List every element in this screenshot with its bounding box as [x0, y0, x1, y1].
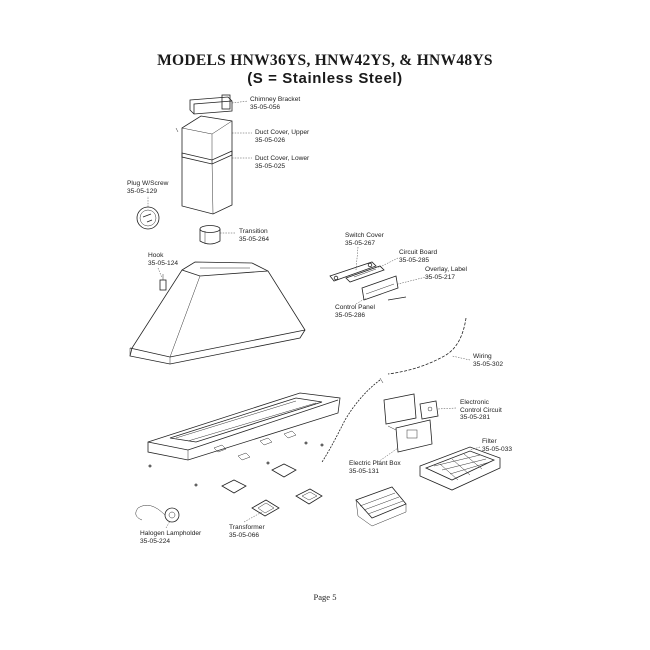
hood-bottom-pan-part — [147, 392, 341, 487]
part-number: 35-05-033 — [482, 445, 513, 453]
label-electronic-control-circuit: Electronic Control Circuit 35-05-281 — [460, 399, 502, 422]
label-hook: Hook 35-05-124 — [148, 252, 178, 267]
part-name: Duct Cover, Upper — [255, 129, 310, 136]
diagram-title: MODELS HNW36YS, HNW42YS, & HNW48YS — [157, 52, 493, 69]
chimney-bracket-part — [189, 94, 233, 115]
part-number: 35-05-285 — [399, 256, 430, 264]
transition-part — [199, 225, 221, 245]
diagram-subtitle: (S = Stainless Steel) — [247, 70, 403, 87]
part-name: Filter — [482, 438, 497, 445]
control-panel-part — [361, 275, 407, 301]
hood-canopy-part — [129, 261, 306, 365]
part-name: Chimney Bracket — [250, 96, 301, 103]
part-name: Switch Cover — [345, 232, 384, 239]
part-name: Duct Cover, Lower — [255, 155, 310, 162]
circuit-board-part — [345, 265, 385, 283]
label-transformer: Transformer 35-05-066 — [229, 524, 265, 539]
part-number: 35-05-131 — [349, 467, 380, 475]
part-number: 35-05-267 — [345, 239, 376, 247]
part-name: Electric Plant Box — [349, 460, 401, 467]
part-name: Overlay, Label — [425, 266, 468, 273]
plug-screw-part — [136, 206, 160, 230]
part-number: 35-05-224 — [140, 537, 171, 545]
label-plug-w-screw: Plug W/Screw 35-05-129 — [127, 180, 168, 195]
label-circuit-board: Circuit Board 35-05-285 — [399, 249, 437, 264]
part-number: 35-05-217 — [425, 273, 456, 281]
label-duct-cover-upper: Duct Cover, Upper 35-05-026 — [255, 129, 309, 144]
switch-cover-part — [329, 261, 377, 282]
part-number: 35-05-281 — [460, 414, 491, 422]
leader-lines — [147, 100, 481, 529]
part-number: 35-05-025 — [255, 162, 286, 170]
part-name: Hook — [148, 252, 164, 259]
part-number: 35-05-066 — [229, 531, 260, 539]
part-number: 35-05-026 — [255, 136, 286, 144]
hook-part — [159, 274, 167, 291]
label-electric-plant-box: Electric Plant Box 35-05-131 — [349, 460, 401, 475]
part-name: Control Panel — [335, 304, 375, 311]
duct-cover-lower-part — [181, 150, 233, 215]
part-name: Circuit Board — [399, 249, 438, 256]
duct-cover-upper-part — [175, 115, 233, 165]
part-number: 35-05-302 — [473, 360, 504, 368]
part-name-line2: Control Circuit — [460, 406, 502, 414]
label-control-panel: Control Panel 35-05-286 — [335, 304, 375, 319]
part-name: Transformer — [229, 524, 265, 531]
label-filter: Filter 35-05-033 — [482, 438, 512, 453]
part-number: 35-05-286 — [335, 311, 366, 319]
label-chimney-bracket: Chimney Bracket 35-05-056 — [250, 96, 300, 111]
part-number: 35-05-056 — [250, 103, 281, 111]
page-number: Page 5 — [313, 592, 337, 602]
part-name: Plug W/Screw — [127, 180, 169, 187]
transformer-parts — [251, 488, 323, 517]
label-halogen-lampholder: Halogen Lampholder 35-05-224 — [140, 530, 201, 545]
label-overlay-label: Overlay, Label 35-05-217 — [425, 266, 467, 281]
wiring-part — [321, 317, 467, 463]
part-name: Transition — [239, 228, 268, 235]
electric-plant-box-part — [387, 419, 433, 453]
part-name: Wiring — [473, 353, 492, 360]
part-name: Halogen Lampholder — [140, 530, 202, 537]
part-number: 35-05-264 — [239, 235, 270, 243]
halogen-lampholder-part — [135, 504, 180, 523]
label-switch-cover: Switch Cover 35-05-267 — [345, 232, 384, 247]
label-duct-cover-lower: Duct Cover, Lower 35-05-025 — [255, 155, 309, 170]
filter-part — [419, 446, 501, 491]
part-number: 35-05-124 — [148, 259, 179, 267]
label-wiring: Wiring 35-05-302 — [473, 353, 503, 368]
part-number: 35-05-129 — [127, 187, 158, 195]
part-name-line1: Electronic — [460, 399, 489, 406]
lamp-housing-part — [355, 486, 407, 527]
lamp-cover-parts — [221, 463, 297, 494]
label-transition: Transition 35-05-264 — [239, 228, 269, 243]
electronic-control-circuit-part — [383, 393, 439, 425]
